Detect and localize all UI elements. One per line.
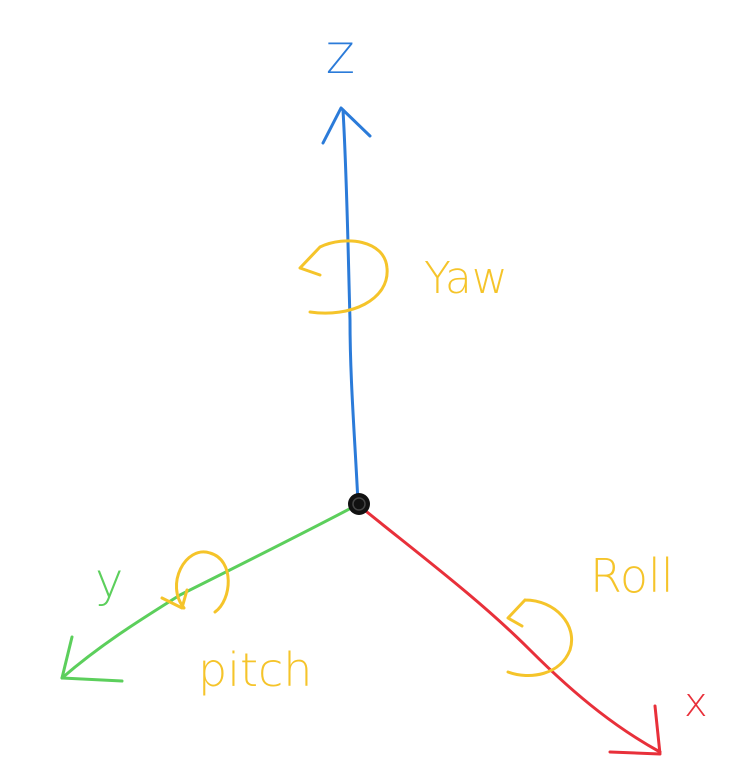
x-axis: x — [360, 506, 708, 756]
yaw-rotation: Yaw — [298, 239, 508, 315]
y-axis-line — [60, 503, 359, 680]
z-axis-line — [341, 108, 360, 505]
z-axis: Z — [321, 34, 372, 505]
x-axis-arrowhead — [608, 704, 662, 756]
roll-rotation-arrow-icon — [506, 598, 573, 677]
origin-point — [348, 493, 370, 515]
yaw-rotation-arrow-icon — [298, 239, 389, 315]
z-axis-label: Z — [326, 34, 355, 83]
yaw-label: Yaw — [424, 253, 508, 304]
pitch-rotation: pitch — [160, 550, 312, 697]
y-axis-arrowhead — [60, 635, 124, 683]
x-axis-line — [360, 506, 662, 754]
roll-rotation: Roll — [506, 549, 674, 677]
y-axis-label: y — [95, 553, 123, 609]
pitch-rotation-arrow-icon — [160, 550, 230, 614]
pitch-label: pitch — [198, 643, 312, 697]
z-axis-arrowhead — [321, 106, 372, 145]
roll-label: Roll — [590, 549, 674, 603]
y-axis: y — [60, 503, 359, 683]
x-axis-label: x — [684, 680, 708, 726]
